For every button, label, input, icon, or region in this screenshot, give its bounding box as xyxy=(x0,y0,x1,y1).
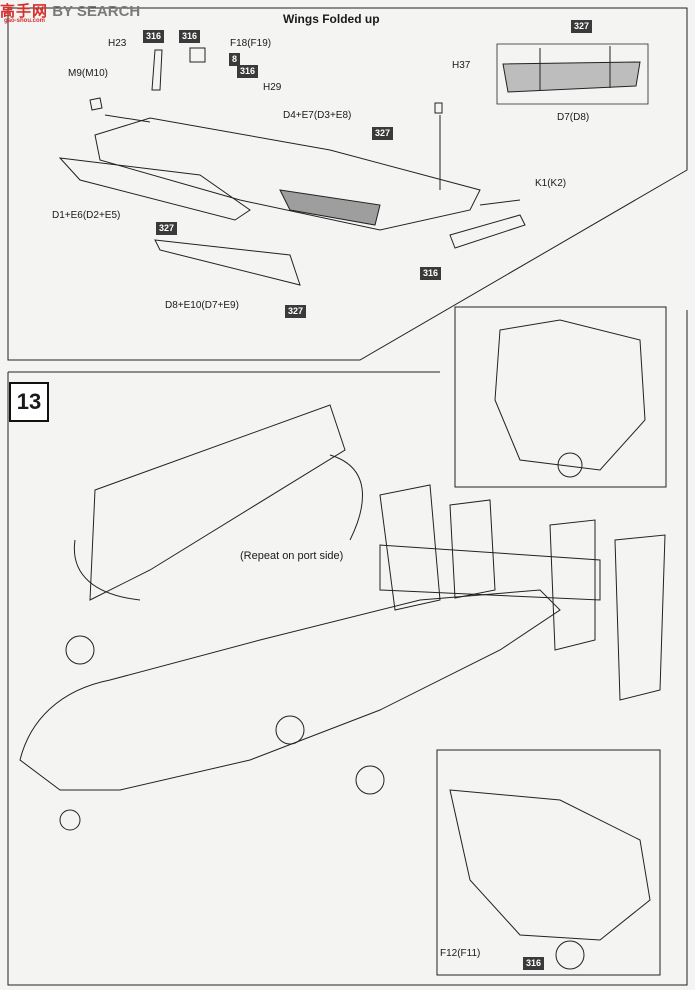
paint-code-badge: 327 xyxy=(571,20,593,33)
part-label-d7: D7(D8) xyxy=(557,112,590,123)
step-number: 13 xyxy=(9,382,49,422)
part-label-d8: D8+E10(D7+E9) xyxy=(165,300,239,311)
engine-nacelle xyxy=(65,635,95,665)
main-wheel xyxy=(355,765,385,795)
paint-code-badge: 327 xyxy=(372,127,394,140)
part-h37 xyxy=(434,102,443,114)
part-label-k1: K1(K2) xyxy=(535,178,567,189)
part-label-d4: D4+E7(D3+E8) xyxy=(283,110,352,121)
top-panel-border xyxy=(7,7,688,361)
part-m9 xyxy=(89,97,103,111)
paint-code-badge: 316 xyxy=(523,957,545,970)
wing-tip-k1 xyxy=(449,214,526,249)
paint-code-badge: 316 xyxy=(179,30,201,43)
part-label-h29: H29 xyxy=(263,82,282,93)
detail-bottom-fuselage xyxy=(449,789,651,941)
part-label-h23: H23 xyxy=(108,38,127,49)
inset-part-d7 xyxy=(502,61,641,93)
paint-code-badge: 316 xyxy=(143,30,165,43)
wing-main xyxy=(94,117,481,231)
wing-flap-d8 xyxy=(154,239,301,286)
panel-title: Wings Folded up xyxy=(283,12,380,26)
paint-code-badge: 327 xyxy=(285,305,307,318)
paint-code-badge: 8 xyxy=(229,53,241,66)
wing-flap-d1 xyxy=(58,157,251,221)
paint-code-badge: 316 xyxy=(420,267,442,280)
repeat-note: (Repeat on port side) xyxy=(240,550,344,562)
detail-box-top xyxy=(454,306,667,488)
nose-wheel xyxy=(59,809,81,831)
part-label-m9: M9(M10) xyxy=(68,68,109,79)
folded-wing xyxy=(89,404,346,601)
tail-fin-3 xyxy=(549,519,596,651)
part-label-h37: H37 xyxy=(452,60,471,71)
aircraft-fuselage xyxy=(19,589,561,791)
detail-top-fuselage xyxy=(494,319,646,471)
detail-box-bottom xyxy=(436,749,661,976)
part-h23 xyxy=(151,49,163,91)
paint-code-badge: 316 xyxy=(237,65,259,78)
part-label-f12: F12(F11) xyxy=(440,948,481,959)
engine-nacelle-2 xyxy=(275,715,305,745)
part-f18 xyxy=(189,47,206,63)
part-label-d1: D1+E6(D2+E5) xyxy=(52,210,121,221)
tail-fin-2 xyxy=(449,499,496,599)
tail-fin-4 xyxy=(614,534,666,701)
horizontal-stabilizer xyxy=(379,544,601,601)
wing-painted-panel xyxy=(279,189,381,226)
paint-code-badge: 327 xyxy=(156,222,178,235)
tail-fin-1 xyxy=(379,484,441,611)
inset-box xyxy=(496,43,649,105)
part-label-f18: F18(F19) xyxy=(230,38,272,49)
watermark-logo: 高手网 BY SEARCH gao-shou.com xyxy=(0,3,141,24)
